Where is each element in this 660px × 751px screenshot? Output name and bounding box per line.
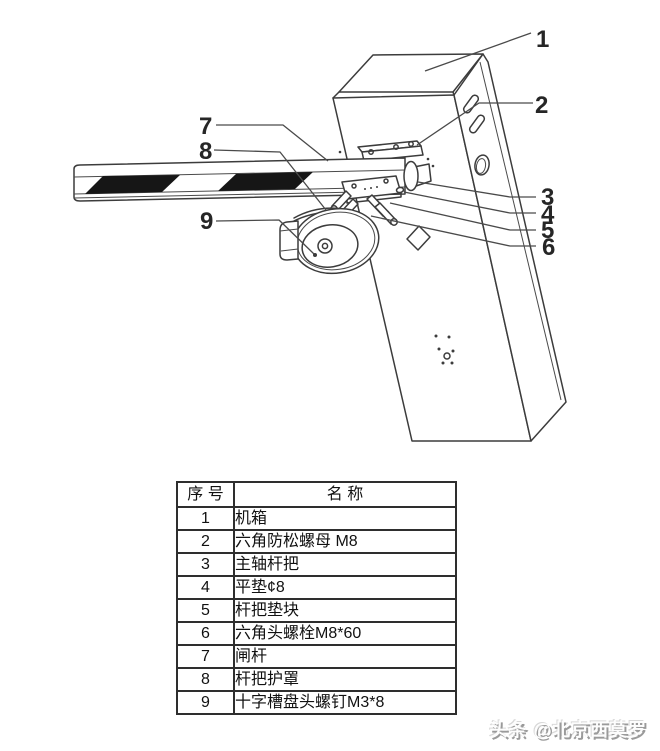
table-row: 4 平垫¢8 [176, 575, 457, 600]
table-row: 1 机箱 [176, 506, 457, 531]
part-name: 平垫¢8 [233, 575, 457, 600]
arm-bracket-assembly [330, 175, 405, 226]
part-name: 杆把护罩 [233, 667, 457, 692]
part-name: 杆把垫块 [233, 598, 457, 623]
main-shaft-end [403, 160, 419, 192]
table-row: 2 六角防松螺母 M8 [176, 529, 457, 554]
handle-cover [279, 207, 380, 275]
cabinet-hood-lip [332, 91, 455, 99]
callout-1: 1 [536, 26, 549, 53]
cover-foot-bracket [279, 220, 299, 261]
part-name: 六角头螺栓M8*60 [233, 621, 457, 646]
part-number: 4 [176, 575, 235, 600]
part-name: 六角防松螺母 M8 [233, 529, 457, 554]
table-row: 9 十字槽盘头螺钉M3*8 [176, 690, 457, 715]
callout-2: 2 [535, 92, 548, 119]
table-row: 8 杆把护罩 [176, 667, 457, 692]
part-name: 机箱 [233, 506, 457, 531]
table-row: 6 六角头螺栓M8*60 [176, 621, 457, 646]
part-number: 6 [176, 621, 235, 646]
callout-4: 4 [541, 201, 555, 228]
side-oval-hole [474, 154, 490, 176]
part-number: 5 [176, 598, 235, 623]
callout-8: 8 [199, 138, 212, 165]
callout-5: 5 [541, 217, 554, 244]
callout-6: 6 [542, 234, 555, 261]
cabinet-door-seam [479, 61, 562, 401]
table-header-row: 序 号 名 称 [176, 481, 457, 508]
part-number: 8 [176, 667, 235, 692]
cover-face [301, 224, 359, 268]
callout-labels: 1 2 3 4 5 6 7 8 9 [199, 26, 555, 261]
header-name: 名 称 [233, 481, 457, 508]
leader-2 [416, 102, 533, 146]
leader-1 [424, 32, 532, 72]
callout-9: 9 [200, 208, 213, 235]
upper-mount-plate [338, 140, 435, 168]
watermark: 头条 @北京西莫罗 [489, 720, 647, 740]
table-row: 7 闸杆 [176, 644, 457, 669]
cover-hub [317, 238, 333, 254]
part-number: 2 [176, 529, 235, 554]
vent-dots [434, 334, 455, 365]
leader-3 [417, 181, 536, 198]
arm-stripe-2 [218, 172, 313, 191]
part-number: 9 [176, 690, 235, 715]
leader-9 [215, 219, 315, 255]
leader-6 [370, 215, 536, 247]
arm-stripe-1 [85, 175, 180, 194]
barrier-arm [73, 157, 432, 202]
cover-hub-center [321, 242, 329, 250]
part-name: 十字槽盘头螺钉M3*8 [233, 690, 457, 715]
part-name: 闸杆 [233, 644, 457, 669]
table-row: 5 杆把垫块 [176, 598, 457, 623]
leader-4 [403, 191, 536, 214]
part-number: 7 [176, 644, 235, 669]
part-number: 3 [176, 552, 235, 577]
leader-5 [389, 202, 536, 231]
callout-3: 3 [541, 184, 554, 211]
callout-7: 7 [199, 113, 212, 140]
table-row: 3 主轴杆把 [176, 552, 457, 577]
part-number: 1 [176, 506, 235, 531]
front-diamond-hole [406, 225, 431, 251]
leader-8 [213, 149, 327, 211]
header-index: 序 号 [176, 481, 235, 508]
flat-washer [395, 186, 405, 194]
parts-table: 序 号 名 称 1 机箱 2 六角防松螺母 M8 3 主轴杆把 4 平垫¢8 5 [176, 481, 457, 715]
part-name: 主轴杆把 [233, 552, 457, 577]
leader-lines [213, 32, 536, 255]
assembly-diagram: 1 2 3 4 5 6 7 8 9 [73, 26, 567, 442]
leader-7 [216, 124, 329, 162]
